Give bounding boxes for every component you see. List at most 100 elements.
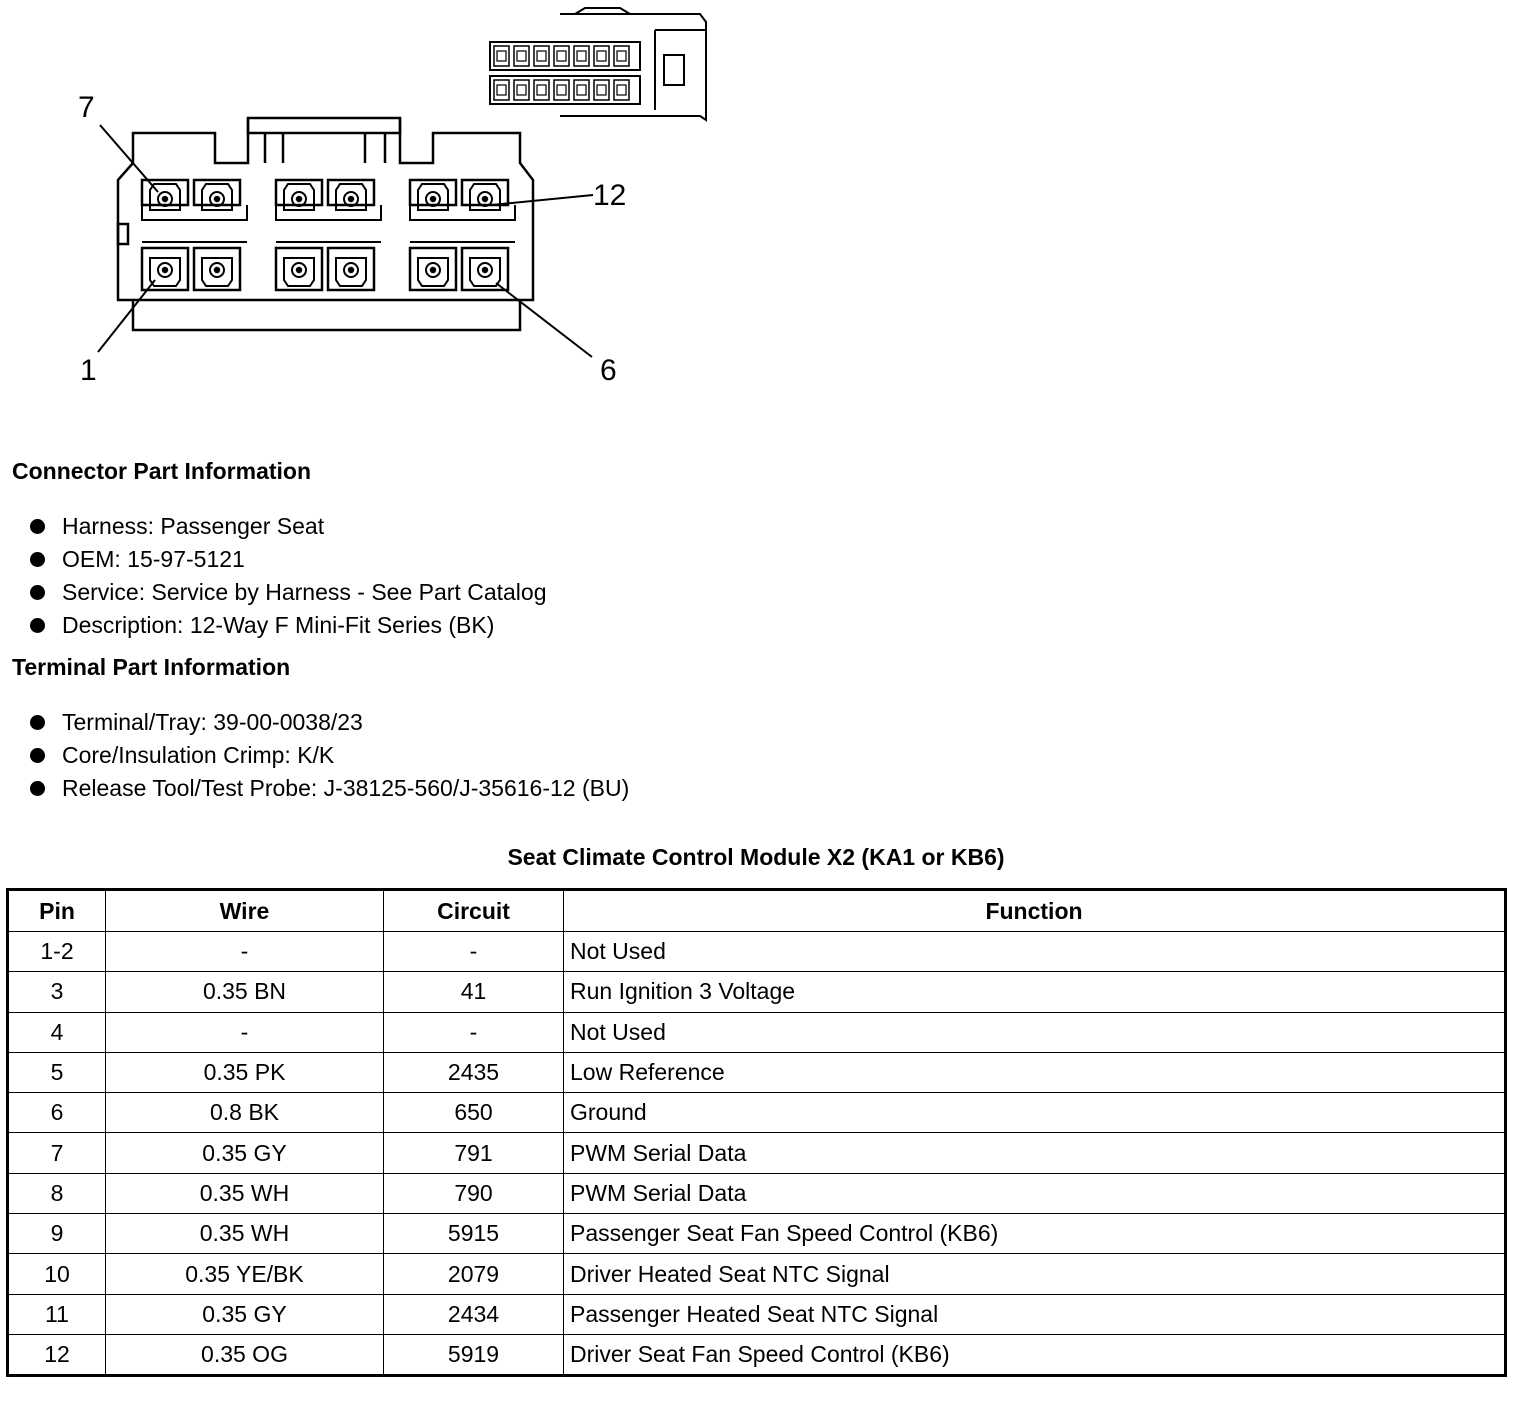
function-cell: Not Used [563, 1011, 1506, 1053]
table-row: 1-2--Not Used [7, 930, 1506, 973]
function-cell: Driver Seat Fan Speed Control (KB6) [563, 1333, 1506, 1377]
wire-cell: 0.35 OG [105, 1333, 384, 1377]
bullet-icon [30, 585, 45, 600]
cavity [192, 246, 242, 292]
wire-cell: 0.35 WH [105, 1172, 384, 1215]
wire-cell: 0.35 YE/BK [105, 1253, 384, 1295]
bullet-icon [30, 781, 45, 796]
table-row: 4--Not Used [7, 1011, 1506, 1053]
pin-cell: 4 [7, 1011, 106, 1053]
list-item: Description: 12-Way F Mini-Fit Series (B… [30, 609, 546, 642]
circuit-cell: 5919 [383, 1333, 564, 1377]
function-cell: Passenger Heated Seat NTC Signal [563, 1293, 1506, 1335]
pin-cell: 11 [7, 1293, 106, 1335]
circuit-cell: 790 [383, 1172, 564, 1215]
list-item: Core/Insulation Crimp: K/K [30, 739, 629, 772]
table-header-row: Pin Wire Circuit Function [7, 889, 1506, 932]
pin-cell: 6 [7, 1092, 106, 1134]
wire-cell: 0.35 GY [105, 1132, 384, 1174]
pin-cell: 8 [7, 1172, 106, 1215]
cavity [192, 178, 242, 211]
cavity [274, 246, 324, 292]
bullet-icon [30, 552, 45, 567]
connector-info-title: Connector Part Information [12, 458, 312, 484]
function-cell: PWM Serial Data [563, 1172, 1506, 1215]
function-cell: Passenger Seat Fan Speed Control (KB6) [563, 1213, 1506, 1255]
function-cell: Low Reference [563, 1051, 1506, 1094]
cavity [326, 246, 376, 292]
connector-face [116, 116, 535, 332]
list-item: Service: Service by Harness - See Part C… [30, 576, 546, 609]
circuit-cell: 2079 [383, 1253, 564, 1295]
pin-cell: 3 [7, 971, 106, 1013]
cavity [140, 246, 190, 292]
table-title: Seat Climate Control Module X2 (KA1 or K… [507, 844, 1005, 870]
wire-cell: 0.35 BN [105, 971, 384, 1013]
pin-cell: 5 [7, 1051, 106, 1094]
bullet-icon [30, 715, 45, 730]
wire-cell: - [105, 930, 384, 973]
function-cell: Driver Heated Seat NTC Signal [563, 1253, 1506, 1295]
column-header-wire: Wire [105, 889, 384, 932]
list-item: Harness: Passenger Seat [30, 510, 546, 543]
pin-cell: 1-2 [7, 930, 106, 973]
circuit-cell: 2435 [383, 1051, 564, 1094]
circuit-cell: 2434 [383, 1293, 564, 1335]
column-header-circuit: Circuit [383, 889, 564, 932]
circuit-cell: 41 [383, 971, 564, 1013]
circuit-cell: - [383, 930, 564, 973]
connector-iso-view [489, 7, 707, 122]
wire-cell: - [105, 1011, 384, 1053]
terminal-info-title: Terminal Part Information [12, 654, 291, 680]
list-item: OEM: 15-97-5121 [30, 543, 546, 576]
circuit-cell: 650 [383, 1092, 564, 1134]
bullet-icon [30, 748, 45, 763]
cavity [326, 178, 376, 211]
pin-cell: 10 [7, 1253, 106, 1295]
cavity [460, 246, 510, 292]
pin-label-1: 1 [80, 354, 97, 387]
function-cell: PWM Serial Data [563, 1132, 1506, 1174]
bullet-icon [30, 618, 45, 633]
wire-cell: 0.35 GY [105, 1293, 384, 1335]
function-cell: Ground [563, 1092, 1506, 1134]
column-header-function: Function [563, 889, 1506, 932]
list-item: Release Tool/Test Probe: J-38125-560/J-3… [30, 772, 629, 805]
pin-label-7: 7 [78, 91, 95, 124]
terminal-info-list: Terminal/Tray: 39-00-0038/23 Core/Insula… [30, 706, 629, 805]
function-cell: Not Used [563, 930, 1506, 973]
connector-info-list: Harness: Passenger Seat OEM: 15-97-5121 … [30, 510, 546, 642]
connector-diagram: 7 12 1 6 [78, 7, 707, 387]
pin-label-12: 12 [593, 179, 626, 212]
pin-cell: 12 [7, 1333, 106, 1377]
circuit-cell: 5915 [383, 1213, 564, 1255]
pin-cell: 9 [7, 1213, 106, 1255]
cavity [408, 246, 458, 292]
bullet-icon [30, 519, 45, 534]
function-cell: Run Ignition 3 Voltage [563, 971, 1506, 1013]
list-item: Terminal/Tray: 39-00-0038/23 [30, 706, 629, 739]
wire-cell: 0.35 PK [105, 1051, 384, 1094]
pin-label-6: 6 [600, 354, 617, 387]
circuit-cell: 791 [383, 1132, 564, 1174]
cavity [140, 178, 190, 211]
pin-leader-lines [97, 124, 594, 358]
circuit-cell: - [383, 1011, 564, 1053]
cavity [460, 178, 510, 211]
wire-cell: 0.35 WH [105, 1213, 384, 1255]
column-header-pin: Pin [7, 889, 106, 932]
cavity [274, 178, 324, 211]
pin-cell: 7 [7, 1132, 106, 1174]
wire-cell: 0.8 BK [105, 1092, 384, 1134]
